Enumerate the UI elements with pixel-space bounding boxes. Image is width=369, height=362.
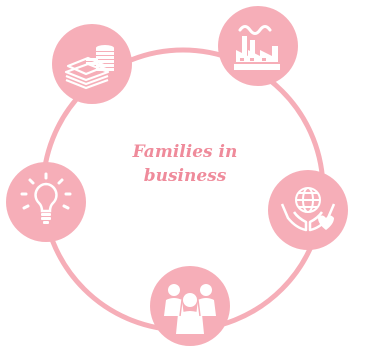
money-node <box>52 24 132 104</box>
center-title-line-1: Families in <box>132 142 238 162</box>
lightbulb-icon <box>20 172 72 224</box>
people-node <box>150 266 230 346</box>
globe-in-hands-icon <box>280 187 336 232</box>
global-node <box>268 170 348 250</box>
money-stack-icon <box>64 45 114 90</box>
people-group-icon <box>164 284 216 334</box>
idea-node <box>6 162 86 242</box>
center-title: Families in business <box>100 140 270 188</box>
factory-node <box>218 6 298 86</box>
factory-icon <box>234 25 280 70</box>
center-title-line-2: business <box>143 166 227 186</box>
